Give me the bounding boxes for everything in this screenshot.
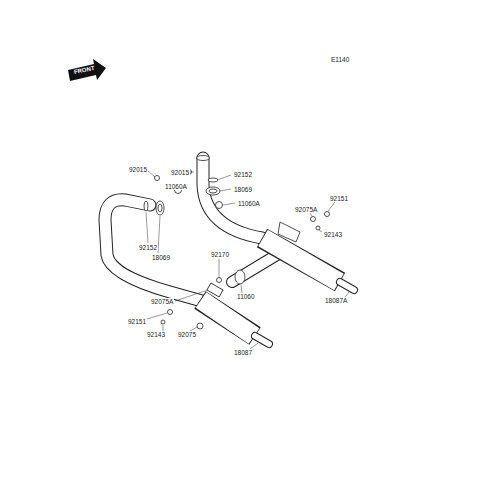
callout-number: 92015 bbox=[128, 166, 148, 173]
callout-number: 11060 bbox=[236, 293, 256, 300]
callout-number: 92015 bbox=[170, 169, 190, 176]
small-parts bbox=[144, 156, 330, 330]
callout-number: 18069 bbox=[233, 186, 253, 193]
callout-number: 18087 bbox=[233, 349, 253, 356]
callout-number: 92143 bbox=[323, 231, 343, 238]
front-arrow bbox=[68, 59, 106, 81]
callout-number: 11060A bbox=[164, 183, 188, 190]
callout-number: 92075A bbox=[150, 298, 174, 305]
callout-number: 92151 bbox=[127, 318, 147, 325]
callout-number: 92143 bbox=[146, 331, 166, 338]
figure-code: E1140 bbox=[330, 56, 350, 63]
callout-number: 92075 bbox=[177, 331, 197, 338]
callout-number: 18069 bbox=[151, 254, 171, 261]
pipes bbox=[105, 158, 354, 344]
callout-number: 92152 bbox=[138, 244, 158, 251]
callout-number: 18087A bbox=[324, 297, 348, 304]
leader-lines bbox=[146, 171, 350, 349]
callout-number: 11060A bbox=[237, 200, 261, 207]
callout-number: 92152 bbox=[233, 171, 253, 178]
callout-number: 92151 bbox=[329, 195, 349, 202]
callout-number: 92170 bbox=[210, 251, 230, 258]
callout-number: 92075A bbox=[294, 206, 318, 213]
